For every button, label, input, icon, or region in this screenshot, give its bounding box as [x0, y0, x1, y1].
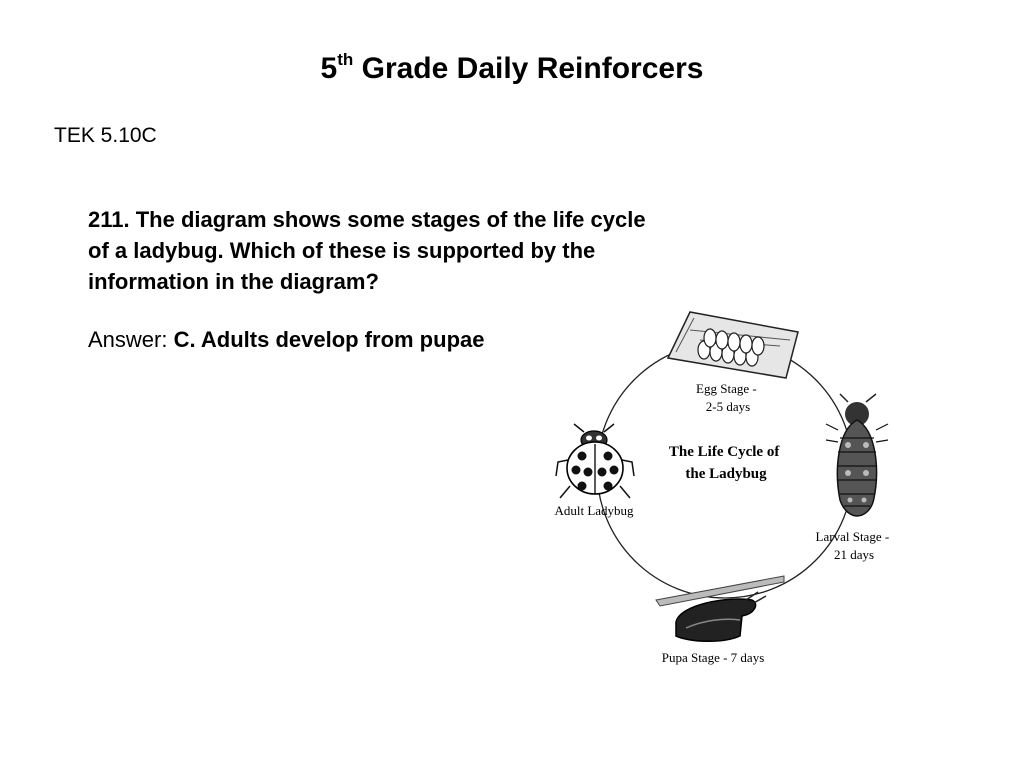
answer-value: C. Adults develop from pupae	[173, 327, 485, 352]
pupa-stage-label: Pupa Stage - 7 days	[662, 650, 765, 665]
larva-image	[825, 393, 889, 517]
answer-label: Answer:	[88, 327, 174, 352]
adult-ladybug-image	[555, 423, 635, 499]
pupa-image	[655, 575, 785, 643]
question-line: information in the diagram?	[88, 269, 379, 294]
question-text: 211. The diagram shows some stages of th…	[88, 204, 768, 297]
ladybug-life-cycle-diagram: Egg Stage - 2-5 days The Life Cycle of t…	[554, 311, 893, 665]
egg-cluster-image	[666, 311, 799, 379]
question-line: 211. The diagram shows some stages of th…	[88, 207, 646, 232]
adult-ladybug-label: Adult Ladybug	[554, 503, 634, 518]
egg-stage-label: Egg Stage - 2-5 days	[696, 381, 760, 414]
answer-line: Answer: C. Adults develop from pupae	[88, 327, 484, 353]
larval-stage-label: Larval Stage - 21 days	[816, 529, 893, 562]
diagram-center-title: The Life Cycle of the Ladybug	[669, 444, 783, 482]
question-line: of a ladybug. Which of these is supporte…	[88, 238, 596, 263]
tek-code: TEK 5.10C	[54, 124, 157, 147]
slide-title: 5th Grade Daily Reinforcers	[320, 50, 704, 85]
